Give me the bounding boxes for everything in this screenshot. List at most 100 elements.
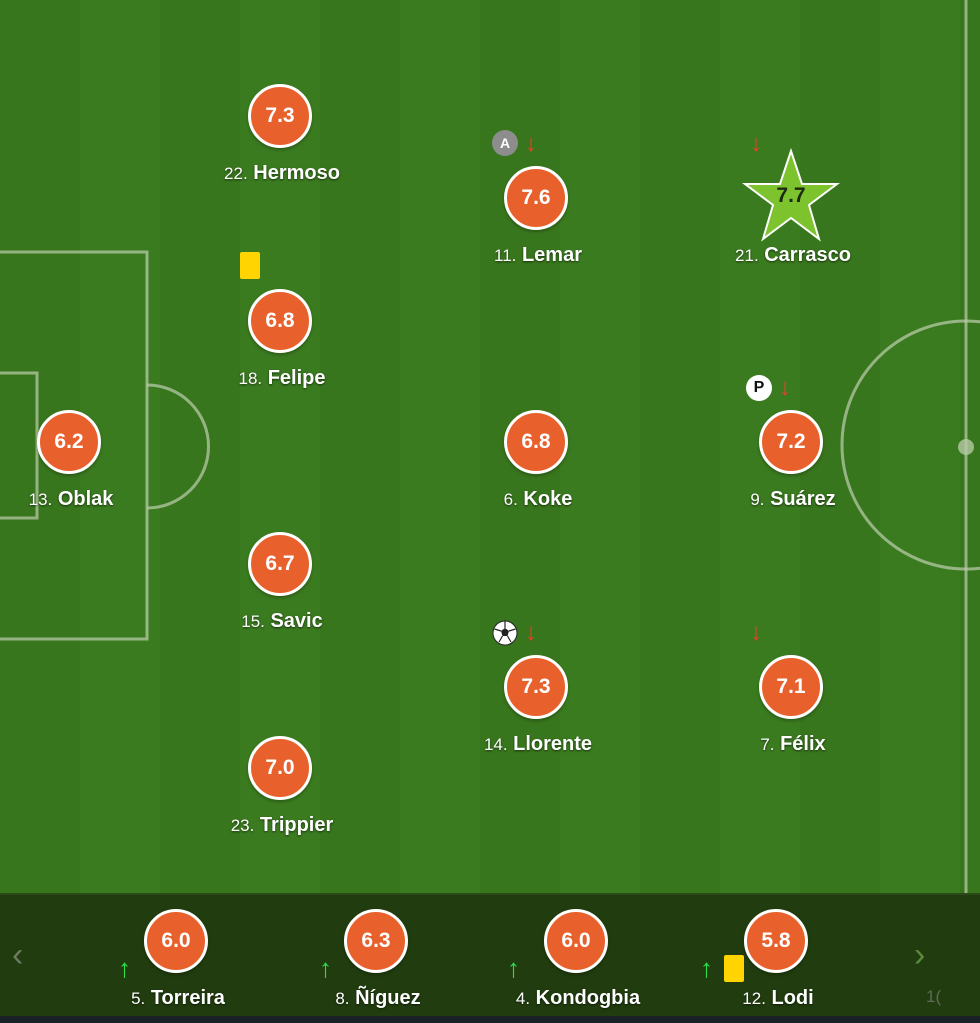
player-name: Oblak [57,488,114,510]
player-trippier[interactable]: 7.0 23. Trippier [192,736,372,836]
player-rating: 6.3 [344,909,408,973]
player-label: 23. Trippier [192,814,372,837]
player-label: 11. Lemar [448,244,628,267]
substituted-off-arrow-icon: ↓ [750,619,762,646]
player-number: 15. [241,612,265,631]
player-rating: 6.2 [37,410,101,474]
yellow-card-icon [240,252,260,279]
player-name: Lemar [521,244,582,266]
substituted-off-arrow-icon: ↓ [525,619,537,646]
captain-badge-icon: A [492,130,518,156]
player-koke[interactable]: 6.8 6. Koke [448,410,628,510]
chevron-left-icon[interactable]: ‹ [12,936,24,974]
player-number: 22. [224,164,248,183]
player-number: 13. [28,490,53,509]
player-oblak[interactable]: 6.2 13. Oblak [0,410,161,510]
player-number: 23. [230,816,255,835]
sub-kondogbia[interactable]: 6.0 4. Kondogbia [488,909,668,1009]
player-felix[interactable]: 7.1 7. Félix [703,655,883,755]
player-label: 18. Felipe [192,367,372,390]
player-number: 18. [238,369,263,388]
player-name: Trippier [259,814,334,836]
chevron-right-icon[interactable]: › [914,936,926,974]
player-name: Llorente [513,733,593,755]
player-name: Hermoso [253,162,340,184]
substituted-off-arrow-icon: ↓ [750,130,762,157]
goal-ball-icon [492,620,518,646]
substituted-on-arrow-icon: ↑ [700,953,713,983]
player-savic[interactable]: 6.7 15. Savic [192,532,372,632]
player-rating: 6.8 [248,289,312,353]
player-label: 5. Torreira [88,987,268,1010]
player-number: 21. [735,246,759,265]
player-label: 22. Hermoso [192,162,372,185]
substituted-off-arrow-icon: ↓ [779,374,791,401]
player-rating: 6.8 [504,410,568,474]
player-label: 15. Savic [192,610,372,633]
player-label: 4. Kondogbia [488,987,668,1010]
player-suarez[interactable]: 7.2 9. Suárez [703,410,883,510]
player-label: 8. Ñíguez [288,987,468,1010]
player-name: Torreira [150,987,225,1009]
player-number: 5. [131,989,146,1008]
player-name: Félix [780,733,826,755]
penalty-arc [146,383,210,510]
player-felipe[interactable]: 6.8 18. Felipe [192,289,372,389]
substituted-on-arrow-icon: ↑ [118,953,131,983]
player-name: Carrasco [764,244,851,266]
player-number: 12. [742,989,766,1008]
player-rating: 7.2 [759,410,823,474]
center-spot [958,439,974,455]
player-lemar[interactable]: 7.6 11. Lemar [448,166,628,266]
player-label: 12. Lodi [688,987,868,1010]
penalty-area [0,250,149,641]
player-number: 9. [750,490,765,509]
player-rating: 7.3 [248,84,312,148]
partial-next-sub-number: 1( [926,987,942,1006]
player-rating: 7.1 [759,655,823,719]
substituted-on-arrow-icon: ↑ [507,953,520,983]
player-number: 14. [483,735,508,754]
player-label: 7. Félix [703,733,883,756]
player-rating: 7.6 [504,166,568,230]
player-rating: 5.8 [744,909,808,973]
player-label: 21. Carrasco [703,244,883,267]
player-rating: 7.7 [776,184,806,207]
player-name: Koke [523,488,573,510]
player-rating: 6.0 [544,909,608,973]
player-rating: 7.3 [504,655,568,719]
player-rating: 6.7 [248,532,312,596]
player-number: 6. [503,490,518,509]
bottom-edge [0,1016,980,1023]
substituted-on-arrow-icon: ↑ [319,953,332,983]
player-label: 14. Llorente [448,733,628,756]
sub-lodi[interactable]: 5.8 12. Lodi [688,909,868,1009]
player-llorente[interactable]: 7.3 14. Llorente [448,655,628,755]
substituted-off-arrow-icon: ↓ [525,130,537,157]
player-rating: 7.0 [248,736,312,800]
yellow-card-icon [724,955,744,982]
player-name: Lodi [771,987,814,1009]
player-name: Felipe [267,367,326,389]
pitch-markings [0,0,980,893]
sub-torreira[interactable]: 6.0 5. Torreira [88,909,268,1009]
player-name: Ñíguez [355,987,421,1009]
player-hermoso[interactable]: 7.3 22. Hermoso [192,84,372,184]
player-number: 8. [335,989,350,1008]
player-number: 11. [494,246,517,265]
player-name: Kondogbia [535,987,641,1009]
player-carrasco[interactable]: 7.7 21. Carrasco [703,147,883,267]
motm-star-icon: 7.7 [741,146,841,246]
player-rating: 6.0 [144,909,208,973]
player-label: 13. Oblak [0,488,161,511]
pitch: 7.3 22. Hermoso 6.8 18. Felipe 6.7 15. S… [0,0,980,893]
sub-niguez[interactable]: 6.3 8. Ñíguez [288,909,468,1009]
player-number: 7. [760,735,775,754]
player-name: Savic [270,610,323,632]
player-name: Suárez [770,488,836,510]
center-circle [840,319,980,571]
player-label: 6. Koke [448,488,628,511]
player-number: 4. [515,989,531,1008]
penalty-badge-icon: P [746,375,772,401]
star-shape [742,147,840,242]
